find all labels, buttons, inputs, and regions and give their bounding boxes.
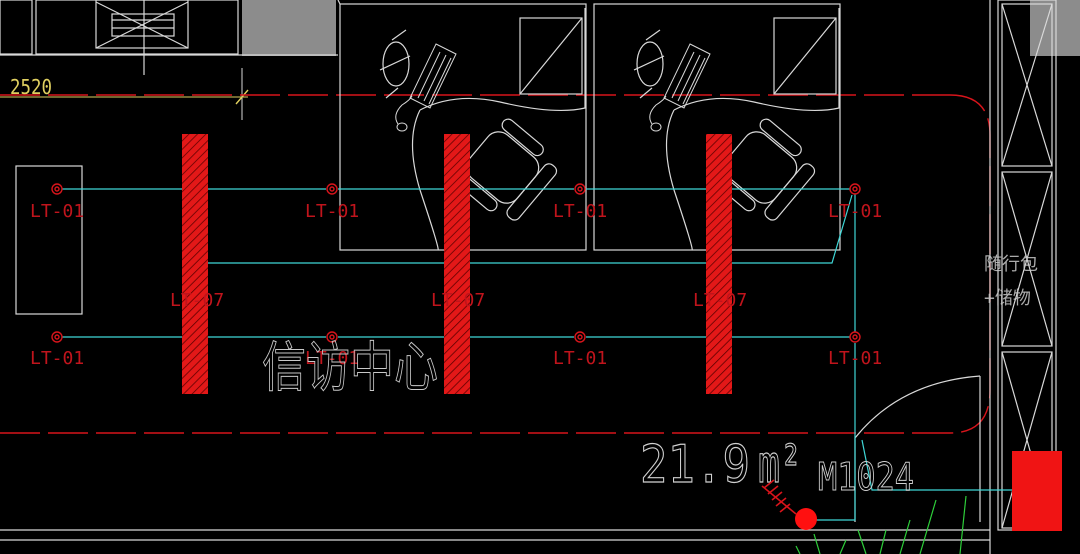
light-tag: LT-01: [305, 348, 359, 369]
fixture-tag: LT-07: [431, 290, 485, 311]
structural-column: [242, 0, 336, 56]
light-tag: LT-01: [553, 348, 607, 369]
fixture-tag: LT-07: [693, 290, 747, 311]
linear-light-fixture: [444, 134, 470, 394]
keyboard-icon: [663, 43, 711, 109]
side-cabinet: [15, 165, 83, 315]
door-swing-icon: [0, 375, 990, 541]
grass-hatch: [795, 495, 967, 554]
linear-light-fixture: [706, 134, 732, 394]
light-tag: LT-01: [30, 201, 84, 222]
fire-alarm-icon: [761, 479, 817, 530]
monitor-icon: [633, 29, 665, 99]
dimension-line: 2520: [0, 68, 249, 120]
area-unit: m²: [758, 435, 802, 495]
cabinet-top-left: [0, 0, 239, 75]
fixture-tag: LT-07: [170, 290, 224, 311]
room-name: 信访中心: [262, 336, 438, 399]
light-tag: LT-01: [30, 348, 84, 369]
grid-lines: [0, 94, 991, 434]
storage-label: 随行包: [984, 254, 1038, 275]
ceiling-light-icon: [51, 183, 861, 343]
monitor-icon: [379, 29, 411, 99]
storage-label: +储物: [984, 288, 1031, 309]
structural-column: [1030, 0, 1080, 56]
light-tag: LT-01: [828, 348, 882, 369]
door-tag: M1024: [818, 455, 914, 499]
keyboard-icon: [409, 43, 457, 109]
mouse-icon: [395, 95, 413, 132]
mouse-icon: [649, 95, 667, 132]
room-area: 21.9: [640, 435, 750, 495]
linear-light-fixture: [182, 134, 208, 394]
light-tag: LT-01: [828, 201, 882, 222]
light-tag: LT-01: [553, 201, 607, 222]
light-tag: LT-01: [305, 201, 359, 222]
electrical-panel: [1012, 451, 1062, 531]
